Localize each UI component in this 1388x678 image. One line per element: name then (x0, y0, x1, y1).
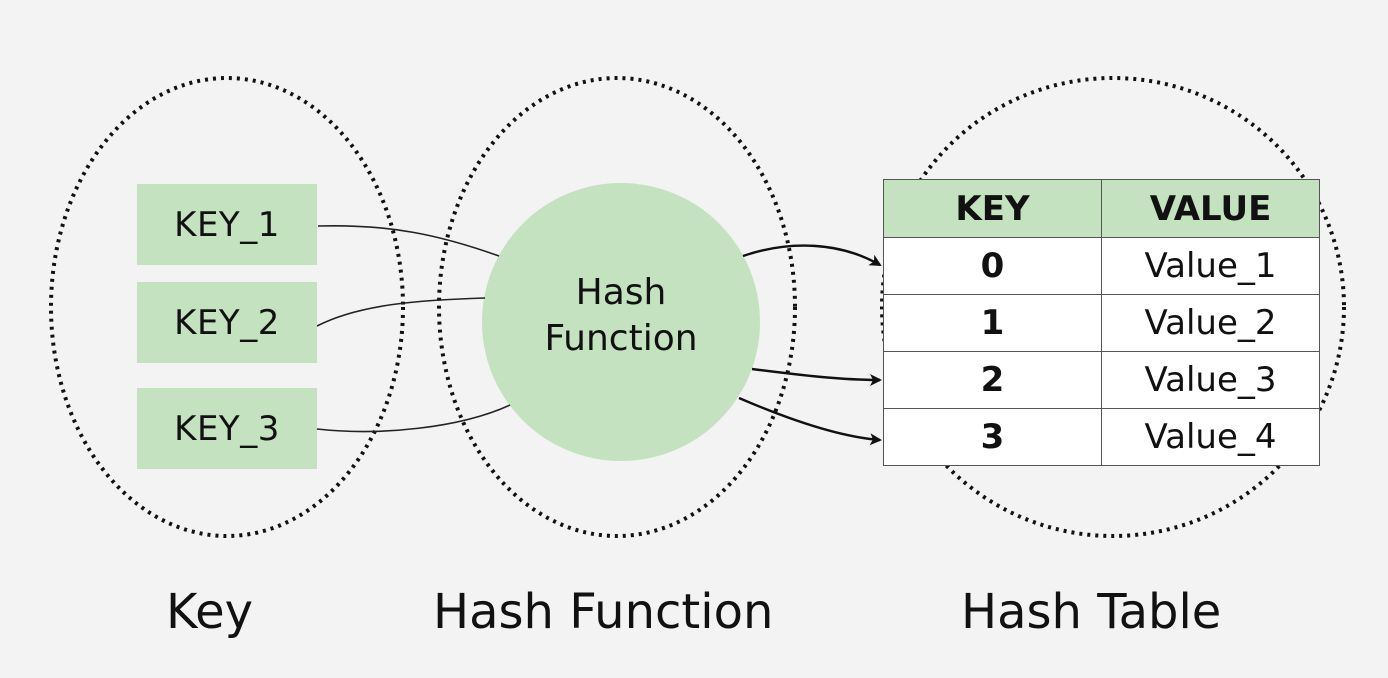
row-value: Value_4 (1101, 408, 1320, 466)
arrow-to-row-3 (738, 396, 882, 446)
key-box-label: KEY_2 (174, 302, 280, 343)
row-key: 0 (883, 237, 1102, 295)
hash-function-label: Hash Function (480, 270, 762, 362)
connector-key-2 (316, 297, 486, 327)
section-label-hash-function: Hash Function (433, 584, 774, 640)
hash-function-circle (482, 183, 760, 461)
row-key: 2 (883, 351, 1102, 409)
table-row: 2 Value_3 (883, 351, 1320, 409)
row-key: 1 (883, 294, 1102, 352)
key-box-1: KEY_1 (137, 184, 317, 265)
key-group-ellipse (49, 76, 405, 538)
connector-key-1 (317, 224, 500, 257)
arrow-to-row-2 (751, 367, 882, 386)
arrow-to-row-0 (742, 244, 882, 267)
hash-table-header-row: KEY VALUE (883, 179, 1320, 238)
hash-table-group-ellipse (880, 76, 1346, 538)
key-box-3: KEY_3 (137, 388, 317, 469)
row-value: Value_2 (1101, 294, 1320, 352)
row-key: 3 (883, 408, 1102, 466)
section-label-hash-table: Hash Table (961, 584, 1222, 640)
key-box-label: KEY_3 (174, 408, 280, 449)
key-box-2: KEY_2 (137, 282, 317, 363)
row-value: Value_1 (1101, 237, 1320, 295)
table-row: 3 Value_4 (883, 408, 1320, 466)
table-row: 0 Value_1 (883, 237, 1320, 295)
hash-function-group-ellipse (437, 76, 797, 538)
hash-function-label-line1: Hash (575, 272, 667, 313)
key-box-label: KEY_1 (174, 204, 280, 245)
hash-function-label-line2: Function (544, 318, 698, 359)
header-value: VALUE (1101, 179, 1320, 238)
section-label-key: Key (166, 584, 254, 640)
table-row: 1 Value_2 (883, 294, 1320, 352)
header-key: KEY (883, 179, 1102, 238)
connector-key-3 (316, 404, 511, 433)
row-value: Value_3 (1101, 351, 1320, 409)
hash-table: KEY VALUE 0 Value_1 1 Value_2 2 Value_3 … (883, 179, 1320, 466)
